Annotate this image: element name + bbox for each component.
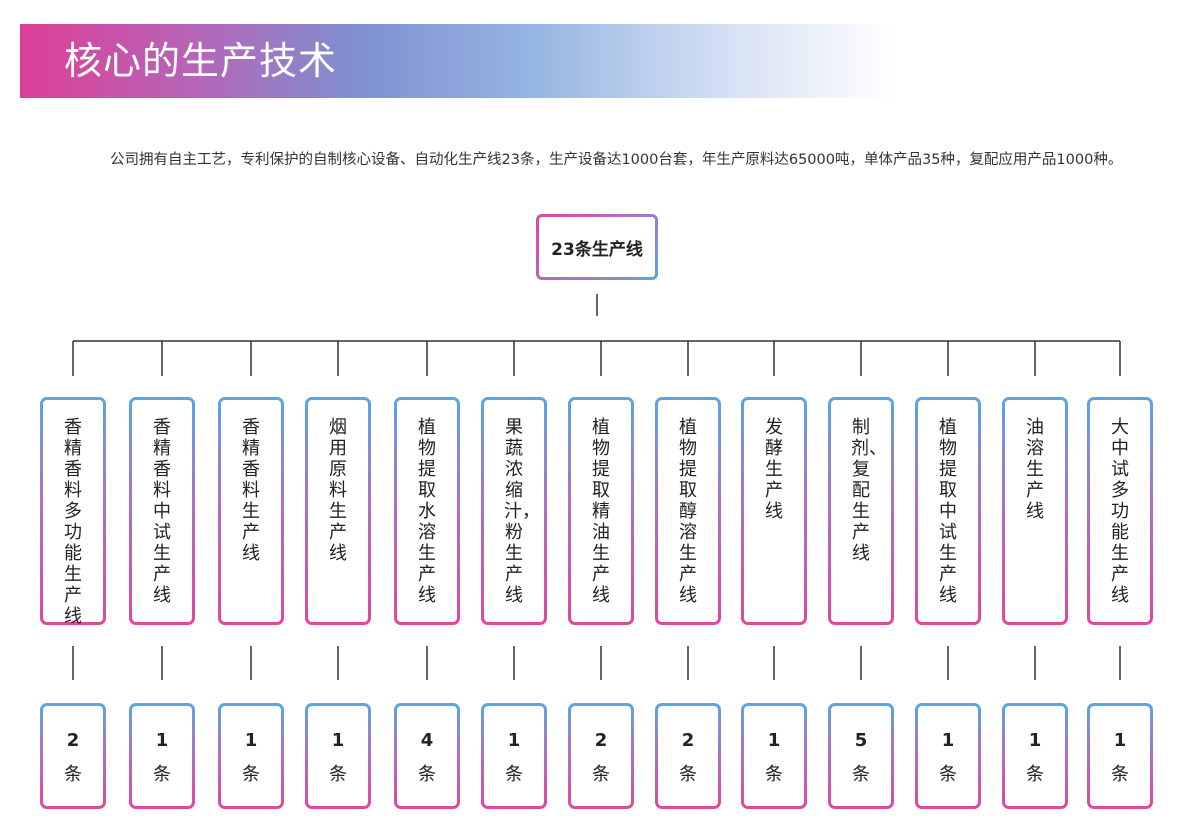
production-line-box: 植物提取中试生产线 xyxy=(915,397,981,625)
line-count-value: 1 xyxy=(507,730,521,751)
production-line-label: 香精香料生产线 xyxy=(242,417,260,564)
line-count-unit: 条 xyxy=(153,764,171,785)
line-count-value: 1 xyxy=(331,730,345,751)
line-count-unit: 条 xyxy=(418,764,436,785)
production-line-label: 植物提取精油生产线 xyxy=(592,417,610,606)
line-count-unit: 条 xyxy=(64,764,82,785)
production-line-label: 烟用原料生产线 xyxy=(329,417,347,564)
line-count-unit: 条 xyxy=(329,764,347,785)
line-count-unit: 条 xyxy=(679,764,697,785)
page-title: 核心的生产技术 xyxy=(64,39,338,83)
production-line-box: 香精香料多功能生产线 xyxy=(40,397,106,627)
line-count-unit: 条 xyxy=(1026,764,1044,785)
line-count-unit: 条 xyxy=(592,764,610,785)
production-line-label: 发酵生产线 xyxy=(765,417,783,522)
line-count-value: 1 xyxy=(767,730,781,751)
line-count-value: 1 xyxy=(155,730,169,751)
production-line-label: 香精香料中试生产线 xyxy=(153,417,171,606)
production-line-box: 植物提取精油生产线 xyxy=(568,397,634,625)
line-count-value: 5 xyxy=(854,730,868,751)
line-count-value: 2 xyxy=(681,730,695,751)
production-line-box: 果蔬浓缩汁，粉生产线 xyxy=(481,397,547,625)
production-line-label: 香精香料多功能生产线 xyxy=(64,417,82,627)
production-line-box: 香精香料生产线 xyxy=(218,397,284,625)
production-line-label: 植物提取醇溶生产线 xyxy=(679,417,697,606)
title-banner: 核心的生产技术 xyxy=(20,24,898,98)
production-line-box: 油溶生产线 xyxy=(1002,397,1068,625)
line-count-unit: 条 xyxy=(765,764,783,785)
line-count-value: 2 xyxy=(66,730,80,751)
production-line-box: 植物提取醇溶生产线 xyxy=(655,397,721,625)
line-count-unit: 条 xyxy=(505,764,523,785)
line-count-unit: 条 xyxy=(852,764,870,785)
production-line-box: 香精香料中试生产线 xyxy=(129,397,195,625)
line-count-value: 1 xyxy=(941,730,955,751)
line-count-value: 1 xyxy=(1028,730,1042,751)
production-line-label: 制剂、复配生产线 xyxy=(851,417,887,564)
line-count-value: 1 xyxy=(244,730,258,751)
line-count-unit: 条 xyxy=(242,764,260,785)
production-line-box: 制剂、复配生产线 xyxy=(828,397,894,625)
line-count-unit: 条 xyxy=(1111,764,1129,785)
intro-paragraph: 公司拥有自主工艺，专利保护的自制核心设备、自动化生产线23条，生产设备达1000… xyxy=(110,152,1123,168)
line-count-value: 1 xyxy=(1113,730,1127,751)
production-line-label: 果蔬浓缩汁，粉生产线 xyxy=(504,417,540,606)
production-line-box: 植物提取水溶生产线 xyxy=(394,397,460,625)
production-line-label: 油溶生产线 xyxy=(1026,417,1044,522)
line-count-value: 2 xyxy=(594,730,608,751)
root-node: 23条生产线 xyxy=(536,214,658,280)
production-line-box: 大中试多功能生产线 xyxy=(1087,397,1153,625)
production-line-box: 发酵生产线 xyxy=(741,397,807,625)
production-line-label: 植物提取水溶生产线 xyxy=(418,417,436,606)
production-line-label: 大中试多功能生产线 xyxy=(1111,417,1129,606)
production-line-box: 烟用原料生产线 xyxy=(305,397,371,625)
line-count-unit: 条 xyxy=(939,764,957,785)
production-line-label: 植物提取中试生产线 xyxy=(939,417,957,606)
root-label: 23条生产线 xyxy=(551,239,643,260)
line-count-value: 4 xyxy=(420,730,434,751)
